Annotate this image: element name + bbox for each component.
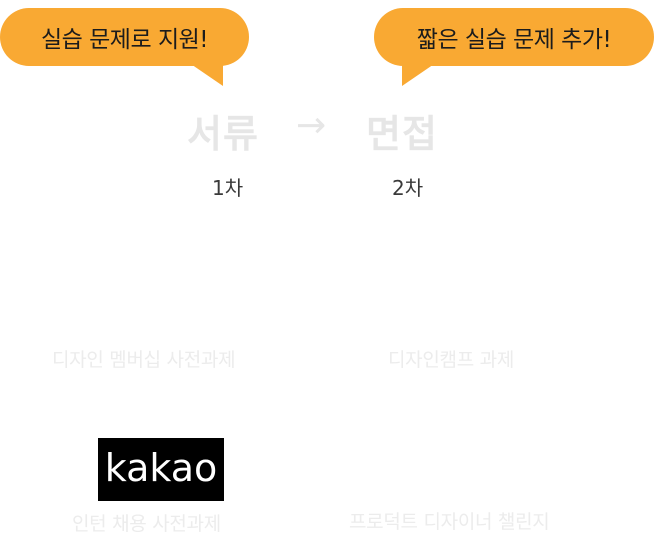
stage-document-round: 1차 xyxy=(212,176,244,200)
kakao-logo: kakao xyxy=(98,438,224,501)
speech-bubble-left-text: 실습 문제로 지원! xyxy=(41,27,208,53)
stage-interview-round: 2차 xyxy=(392,176,424,200)
stage-interview-title: 면접 xyxy=(366,112,438,156)
speech-bubble-right: 짧은 실습 문제 추가! xyxy=(374,8,654,66)
caption-design-membership: 디자인 멤버십 사전과제 xyxy=(52,349,236,371)
speech-bubble-right-text: 짧은 실습 문제 추가! xyxy=(416,27,612,53)
caption-product-designer: 프로덕트 디자이너 챌린지 xyxy=(349,511,550,533)
caption-design-camp: 디자인캠프 과제 xyxy=(388,349,515,371)
caption-kakao-intern: 인턴 채용 사전과제 xyxy=(72,513,221,535)
speech-bubble-left: 실습 문제로 지원! xyxy=(0,8,249,66)
kakao-logo-text: kakao xyxy=(104,445,218,490)
speech-bubble-left-tail xyxy=(185,60,223,86)
speech-bubble-right-tail xyxy=(402,60,440,86)
arrow-right-icon: → xyxy=(296,105,327,146)
stage-document-title: 서류 xyxy=(187,112,259,156)
